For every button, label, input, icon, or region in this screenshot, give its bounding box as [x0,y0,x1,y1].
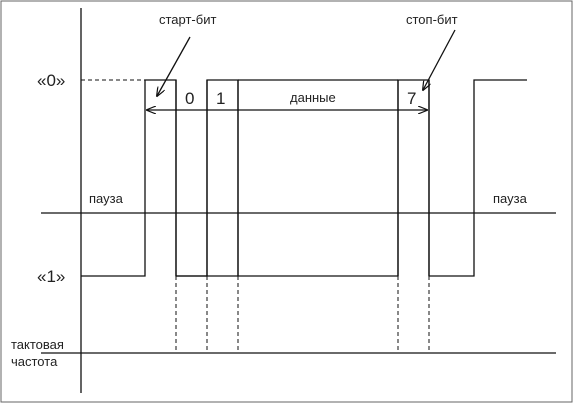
level-zero-label: «0» [37,71,65,90]
start-bit-pointer-arrow [157,36,191,96]
data-label: данные [290,90,336,105]
bit-0-label: 0 [185,89,194,108]
start-bit-label: старт-бит [159,12,216,27]
bit-1-label: 1 [216,89,225,108]
pause-left-label: пауза [89,191,124,206]
bit-7-label: 7 [407,89,416,108]
clock-label-line2: частота [11,354,58,369]
stop-bit-pointer-arrow [423,29,456,90]
pause-right-label: пауза [493,191,528,206]
level-one-label: «1» [37,267,65,286]
stop-bit-label: стоп-бит [406,12,458,27]
clock-label-line1: тактовая [11,337,64,352]
